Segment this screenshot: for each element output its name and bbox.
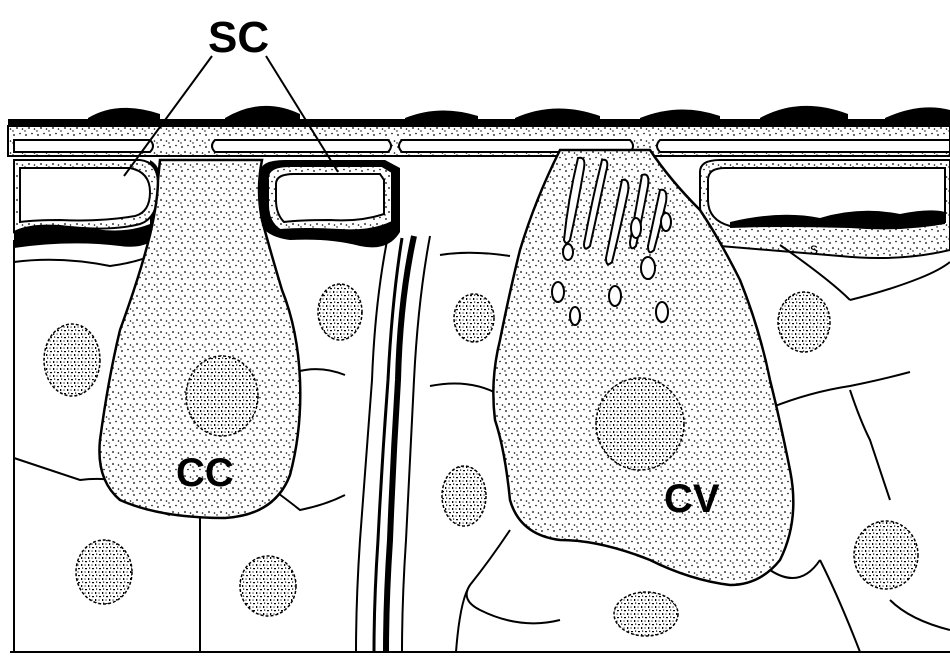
nucleus: [854, 521, 918, 589]
label-s: s: [810, 241, 818, 258]
right-sclerite: [700, 160, 950, 258]
nucleus-cv: [596, 378, 684, 470]
middle-sclerite: [260, 160, 400, 247]
nucleus: [442, 466, 486, 526]
nucleus: [44, 324, 100, 396]
nucleus: [318, 284, 362, 340]
nucleus: [454, 294, 494, 342]
left-sclerite: [14, 160, 163, 248]
label-cv: CV: [664, 477, 720, 521]
label-sc: SC: [208, 13, 269, 62]
nucleus: [614, 592, 678, 636]
label-cc: CC: [176, 451, 234, 495]
nucleus: [240, 556, 296, 616]
cuticle-layers: [8, 119, 950, 156]
nucleus: [76, 540, 132, 604]
nucleus: [778, 292, 830, 352]
nucleus-cc: [186, 356, 258, 436]
